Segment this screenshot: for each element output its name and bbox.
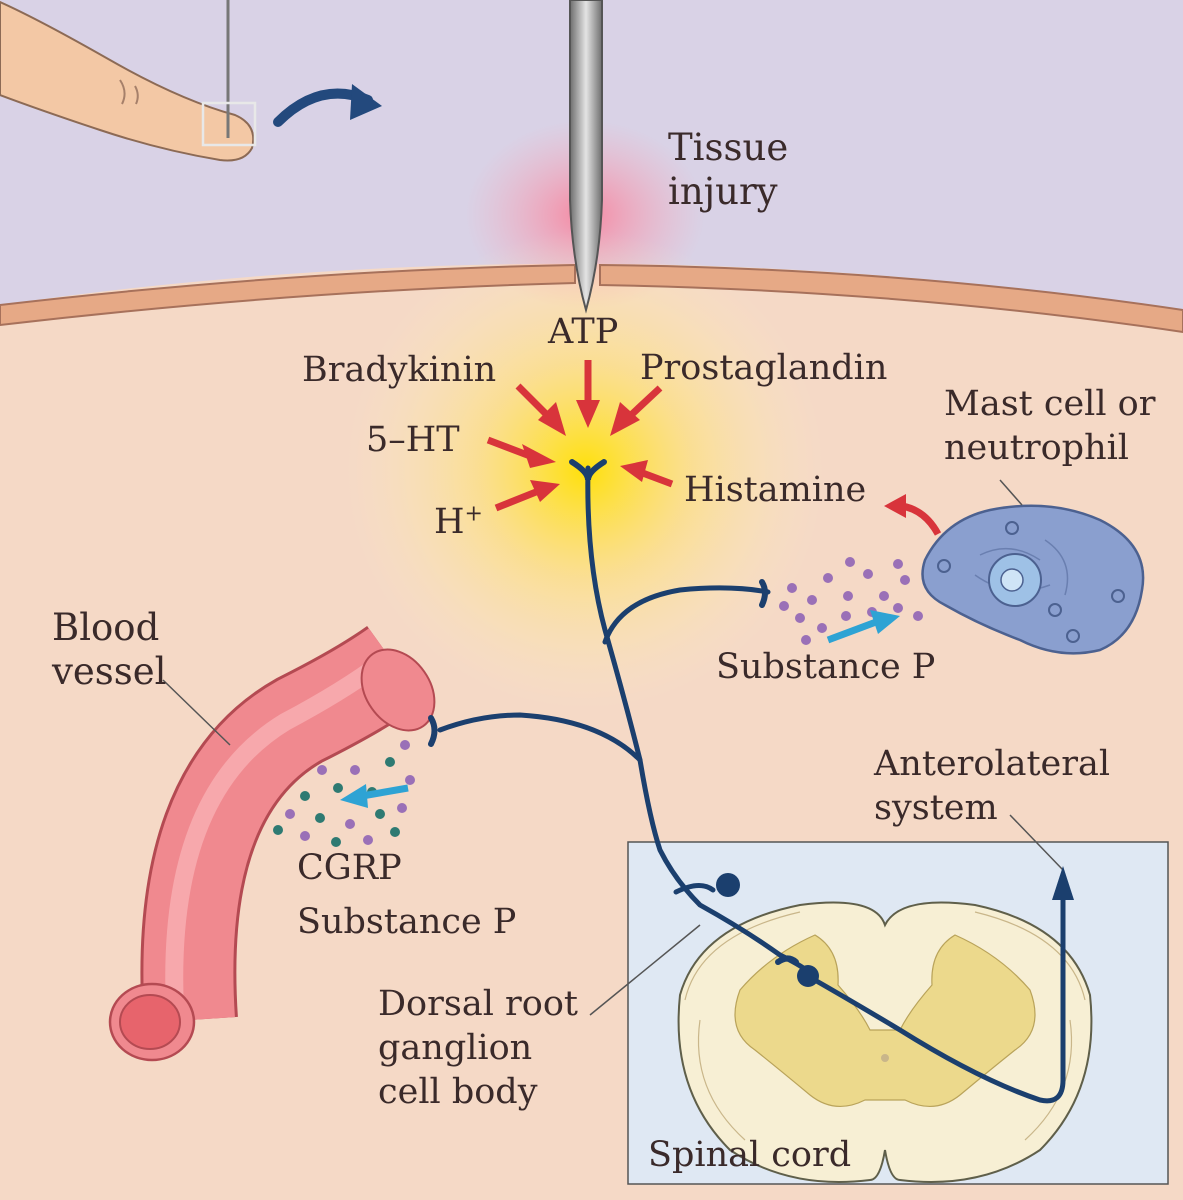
spinal-cord-label: Spinal cord: [648, 1135, 852, 1175]
substance-p-left-label: Substance P: [297, 902, 517, 942]
skin-band-right: [599, 263, 1183, 334]
blood-vessel-label: Blood vessel: [52, 606, 167, 694]
finger-icon: [0, 0, 257, 162]
nociceptor-fiber: [437, 465, 1066, 1104]
anterolateral-label: Anterolateral system: [874, 742, 1110, 830]
nerve-terminal-vessel: [428, 715, 438, 747]
substance-p-dots-right: [779, 557, 923, 645]
arrow-5ht: [486, 436, 556, 468]
mast-cell: [921, 504, 1145, 655]
arrow-bradykinin: [515, 383, 566, 436]
drg-leader: [589, 924, 701, 1016]
tissue-injury-line2: injury: [668, 170, 778, 213]
blood-vessel-line1: Blood: [52, 606, 160, 649]
mast-cell-line1: Mast cell or: [944, 384, 1156, 424]
mast-cell-line2: neutrophil: [944, 428, 1129, 468]
blood-vessel: [108, 625, 436, 1062]
nerve-terminal-injury: [569, 459, 607, 481]
histamine-label: Histamine: [684, 470, 867, 510]
drg-line1: Dorsal root: [378, 984, 578, 1024]
h-plus-base: H: [434, 502, 465, 542]
drg-line3: cell body: [378, 1072, 538, 1112]
blood-vessel-line2: vessel: [52, 650, 167, 693]
atp-label: ATP: [548, 312, 619, 352]
arrow-mast-to-histamine: [884, 494, 942, 536]
five-ht-label: 5–HT: [366, 420, 460, 460]
anterolateral-line2: system: [874, 788, 998, 828]
mast-cell-label: Mast cell or neutrophil: [944, 382, 1156, 470]
curved-arrow-head: [350, 84, 382, 120]
arrow-h: [494, 480, 560, 512]
tissue-injury-line1: Tissue: [668, 126, 789, 169]
release-arrow-right: [826, 610, 900, 644]
needle-icon: [569, 0, 603, 314]
skin-band-left: [0, 263, 576, 327]
tissue-injury-label: Tissue injury: [668, 126, 788, 214]
prostaglandin-label: Prostaglandin: [640, 348, 888, 388]
drg-label: Dorsal root ganglion cell body: [378, 982, 578, 1114]
synapse-terminal: [775, 955, 799, 965]
drg-line2: ganglion: [378, 1028, 533, 1068]
dorsal-horn-neuron: [797, 965, 819, 987]
drg-cell-body: [716, 873, 740, 897]
anterolateral-arrowhead: [1052, 866, 1074, 900]
cgrp-dots-left: [273, 740, 415, 847]
anterolateral-line1: Anterolateral: [874, 744, 1111, 784]
bradykinin-label: Bradykinin: [302, 350, 497, 390]
substance-p-right-label: Substance P: [716, 647, 936, 687]
arrow-histamine: [620, 460, 674, 488]
mast-cell-leader: [999, 479, 1023, 506]
chemical-arrows: [486, 360, 942, 536]
anterolateral-leader: [1009, 814, 1064, 871]
release-arrow-left: [340, 784, 409, 808]
nerve-terminal-mast: [759, 579, 768, 608]
arrow-prostaglandin: [610, 385, 663, 436]
h-plus-label: H+: [434, 500, 483, 544]
h-plus-superscript: +: [464, 501, 483, 527]
cgrp-label: CGRP: [297, 848, 402, 888]
vessel-leader: [162, 679, 231, 746]
arrow-atp: [576, 360, 600, 428]
